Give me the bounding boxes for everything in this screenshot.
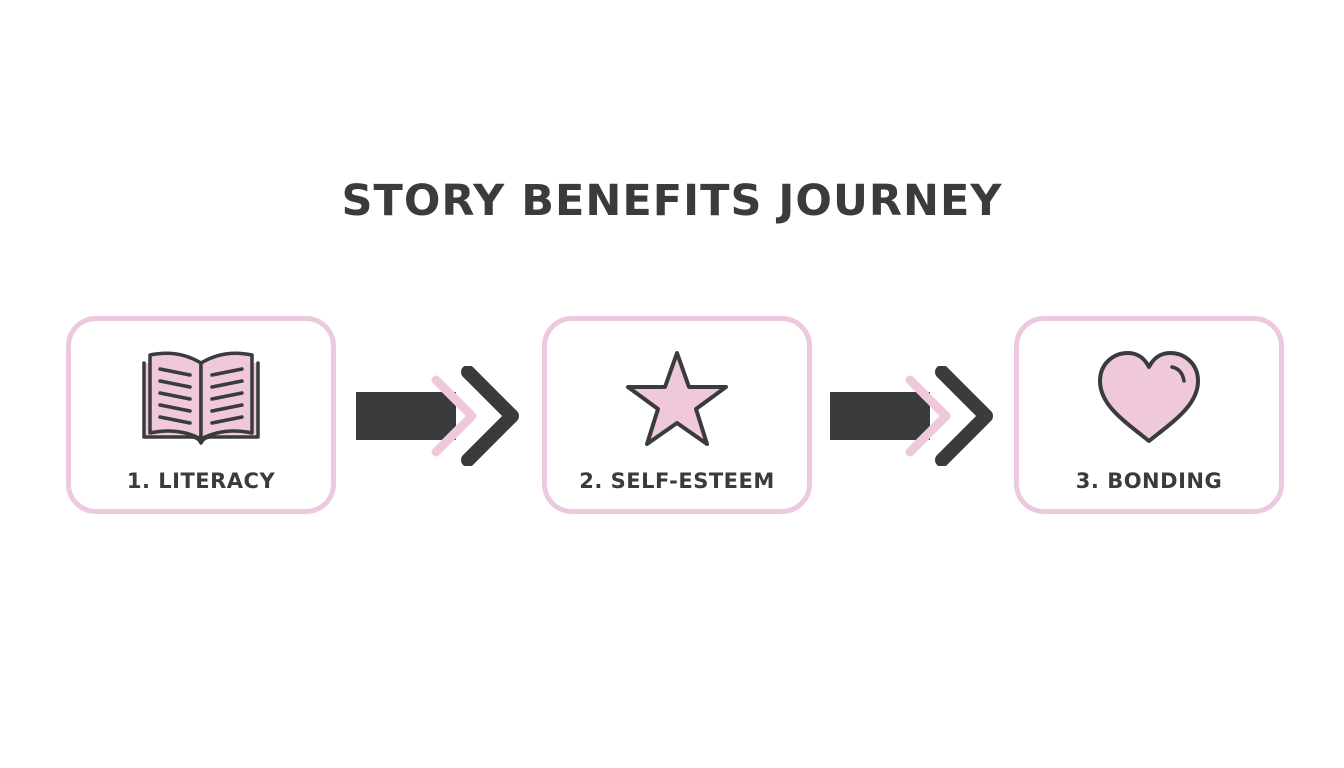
- stage-label: 2. SELF-ESTEEM: [579, 469, 775, 493]
- heart-icon: [1094, 349, 1204, 453]
- stage-card-literacy: 1. LITERACY: [66, 316, 336, 514]
- stage-label: 3. BONDING: [1075, 469, 1223, 493]
- stage-card-bonding: 3. BONDING: [1014, 316, 1284, 514]
- stage-label: 1. LITERACY: [126, 469, 276, 493]
- arrow-right-icon: [356, 365, 526, 470]
- star-icon: [622, 349, 732, 453]
- diagram-title: STORY BENEFITS JOURNEY: [341, 176, 1003, 226]
- open-book-icon: [136, 349, 266, 453]
- arrow-right-icon: [830, 365, 1000, 470]
- stage-card-self-esteem: 2. SELF-ESTEEM: [542, 316, 812, 514]
